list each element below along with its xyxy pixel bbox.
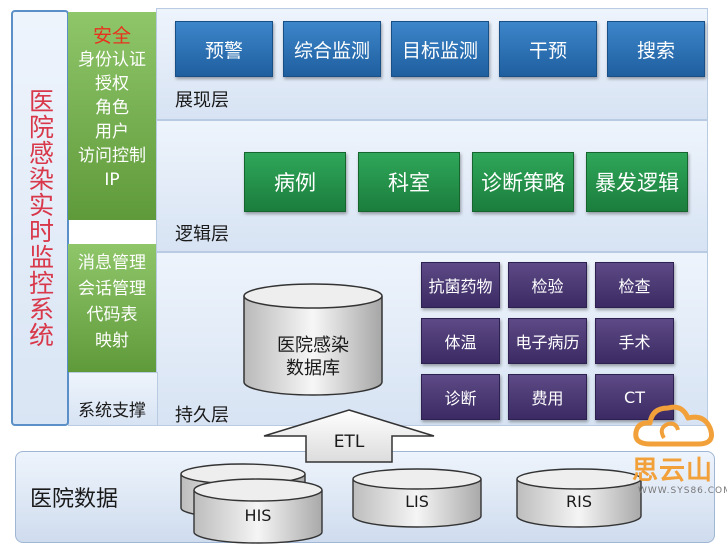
category-lab-test[interactable]: 检验 (508, 262, 587, 308)
security-item-authorize: 授权 (95, 74, 129, 94)
database-label-line2: 数据库 (286, 358, 340, 379)
his-database-icon (180, 463, 323, 544)
support-column: 消息管理 会话管理 代码表 映射 (68, 244, 156, 372)
hospital-data-label: 医院数据 (30, 487, 119, 512)
category-emr[interactable]: 电子病历 (508, 318, 587, 364)
etl-label: ETL (333, 432, 365, 452)
his-label: HIS (244, 506, 272, 525)
comprehensive-monitoring-button[interactable]: 综合监测 (283, 21, 381, 77)
category-antibiotics[interactable]: 抗菌药物 (421, 262, 500, 308)
security-column: 安全 身份认证 授权 角色 用户 访问控制 IP (68, 12, 156, 220)
case-button[interactable]: 病例 (244, 152, 346, 212)
database-label-line1: 医院感染 (277, 335, 349, 356)
logic-layer-label: 逻辑层 (175, 224, 229, 245)
watermark-url: WWW.SYS86.COM (638, 486, 727, 496)
presentation-layer-label: 展现层 (175, 90, 229, 111)
support-item-code-table: 代码表 (86, 305, 138, 325)
system-title: 医院感染实时监控系统 (25, 88, 55, 348)
outbreak-logic-button[interactable]: 暴发逻辑 (586, 152, 688, 212)
support-item-session: 会话管理 (78, 279, 146, 299)
lis-database-icon (352, 468, 482, 528)
watermark-brand: 思云山 (632, 456, 714, 486)
category-temperature[interactable]: 体温 (421, 318, 500, 364)
intervention-button[interactable]: 干预 (499, 21, 597, 77)
support-label: 系统支撑 (78, 401, 146, 421)
department-button[interactable]: 科室 (358, 152, 460, 212)
security-item-auth: 身份认证 (78, 50, 146, 70)
lis-label: LIS (405, 492, 429, 511)
category-cost[interactable]: 费用 (508, 374, 587, 420)
diagnosis-strategy-button[interactable]: 诊断策略 (472, 152, 574, 212)
security-item-ip: IP (104, 170, 120, 190)
etl-arrow-icon (263, 409, 435, 463)
ris-database-icon (516, 468, 642, 528)
security-heading: 安全 (92, 25, 131, 47)
warning-button[interactable]: 预警 (175, 21, 273, 77)
category-ct[interactable]: CT (595, 374, 674, 420)
security-item-role: 角色 (95, 98, 129, 118)
system-title-box: 医院感染实时监控系统 (11, 10, 69, 426)
security-item-access-control: 访问控制 (78, 146, 146, 166)
support-item-message: 消息管理 (78, 253, 146, 273)
category-surgery[interactable]: 手术 (595, 318, 674, 364)
category-diagnosis[interactable]: 诊断 (421, 374, 500, 420)
support-label-panel (68, 372, 158, 426)
ris-label: RIS (566, 492, 592, 511)
database-icon (243, 283, 383, 396)
search-button[interactable]: 搜索 (607, 21, 705, 77)
target-monitoring-button[interactable]: 目标监测 (391, 21, 489, 77)
support-item-mapping: 映射 (95, 331, 129, 351)
category-examination[interactable]: 检查 (595, 262, 674, 308)
persistence-layer-label: 持久层 (175, 405, 229, 426)
cloud-logo-icon (633, 404, 714, 447)
security-item-user: 用户 (95, 122, 129, 142)
